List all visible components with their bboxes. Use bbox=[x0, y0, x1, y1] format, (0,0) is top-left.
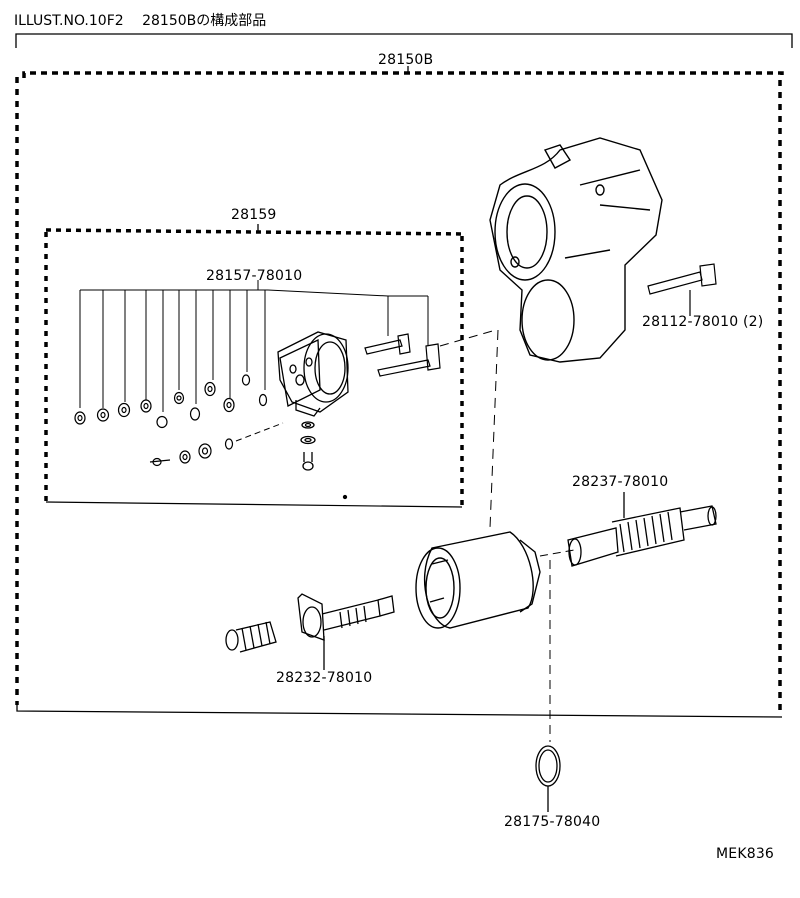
label-contact-kit: 28157-78010 bbox=[206, 268, 303, 284]
dashed-leader-housing bbox=[489, 329, 499, 529]
through-bolt bbox=[647, 263, 717, 316]
return-spring bbox=[225, 621, 277, 653]
header: ILLUST.NO.10F2 28150Bの構成部品 bbox=[14, 10, 280, 30]
small-hardware bbox=[74, 374, 284, 467]
main-assembly-bracket bbox=[15, 66, 784, 718]
solenoid-body bbox=[415, 531, 575, 629]
illust-number: ILLUST.NO.10F2 bbox=[14, 13, 124, 29]
label-through-bolt: 28112-78010 (2) bbox=[642, 314, 764, 330]
terminal-block bbox=[277, 331, 349, 471]
label-o-ring: 28175-78040 bbox=[504, 814, 601, 830]
sub-assembly-bracket bbox=[44, 224, 467, 510]
label-plunger: 28237-78010 bbox=[572, 474, 669, 490]
o-ring-part bbox=[535, 560, 561, 812]
terminal-bolts bbox=[364, 329, 497, 377]
contact-plate-part bbox=[297, 593, 395, 670]
label-sub-assembly: 28159 bbox=[231, 207, 277, 223]
contact-kit-leaders bbox=[79, 280, 429, 412]
label-figure-code: MEK836 bbox=[716, 846, 775, 862]
starter-housing bbox=[489, 137, 663, 363]
assembly-caption: 28150Bの構成部品 bbox=[142, 13, 267, 29]
label-contact-plate: 28232-78010 bbox=[276, 670, 373, 686]
plunger-part bbox=[567, 492, 717, 567]
label-main-assembly: 28150B bbox=[378, 52, 434, 68]
header-bracket bbox=[15, 33, 793, 48]
